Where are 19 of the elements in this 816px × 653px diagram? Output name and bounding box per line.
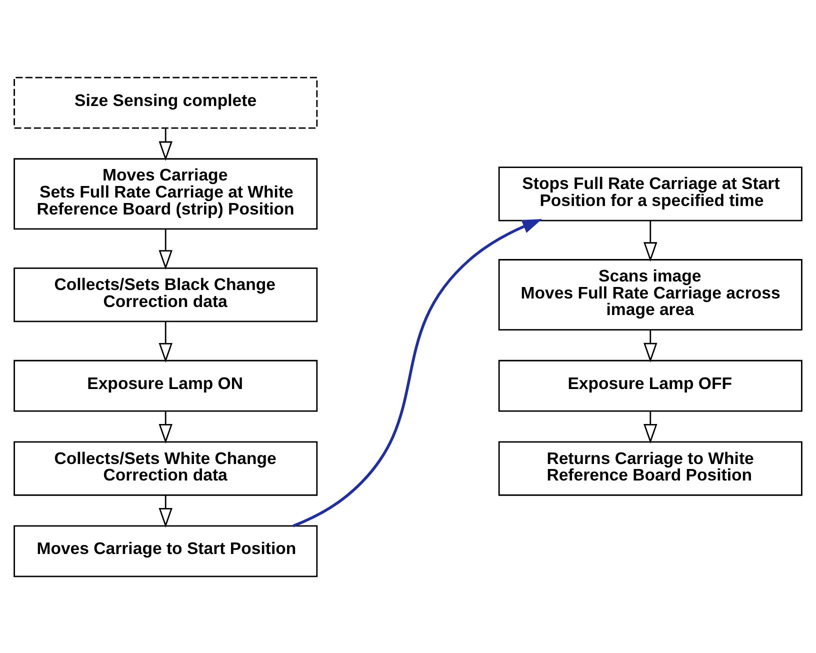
arrow — [644, 330, 658, 362]
node-box: Exposure Lamp ON — [14, 359, 318, 412]
arrow — [158, 128, 172, 160]
arrow — [292, 218, 542, 527]
arrow — [158, 321, 172, 362]
node-box: Size Sensing complete — [14, 76, 318, 128]
arrow — [158, 410, 172, 444]
node-box: Collects/Sets White Change Correction data — [14, 440, 318, 496]
node-box: Returns Carriage to White Reference Board Position — [498, 440, 802, 496]
arrow — [644, 410, 658, 444]
node-box: Exposure Lamp OFF — [498, 359, 802, 412]
arrow — [158, 494, 172, 528]
arrow — [158, 228, 172, 270]
arrow — [644, 220, 658, 262]
node-box: Scans image Moves Full Rate Carriage across image area — [498, 258, 802, 330]
node-box: Moves Carriage to Start Position — [14, 524, 318, 577]
node-box: Moves Carriage Sets Full Rate Carriage at White Reference Board (strip) Position — [14, 158, 318, 230]
node-box: Collects/Sets Black Change Correction data — [14, 266, 318, 322]
node-box: Stops Full Rate Carriage at Start Position for a specified time — [498, 166, 802, 221]
